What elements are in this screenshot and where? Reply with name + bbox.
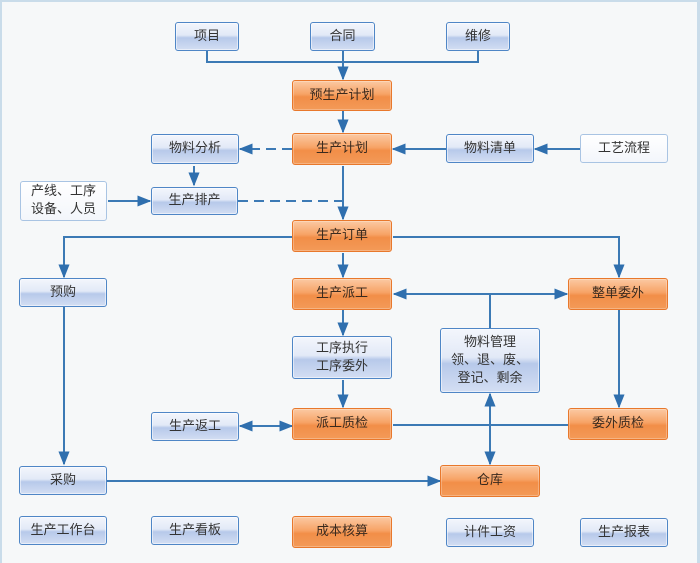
node-bom[interactable]: 物料清单: [446, 134, 534, 163]
node-material-analysis[interactable]: 物料分析: [151, 134, 239, 164]
node-project[interactable]: 项目: [175, 22, 239, 51]
node-production-rework[interactable]: 生产返工: [151, 412, 239, 441]
node-contract[interactable]: 合同: [310, 22, 375, 51]
edge-maintenance-preplan: [343, 50, 479, 63]
node-production-scheduling[interactable]: 生产排产: [151, 187, 238, 215]
node-piece-wage[interactable]: 计件工资: [446, 518, 534, 547]
node-cost-accounting[interactable]: 成本核算: [292, 516, 392, 548]
edge-order-prepurchase: [58, 236, 292, 279]
edge-project-preplan: [206, 50, 343, 63]
node-production-order[interactable]: 生产订单: [292, 220, 392, 252]
node-pre-production-plan[interactable]: 预生产计划: [292, 80, 392, 111]
node-maintenance[interactable]: 维修: [446, 22, 510, 51]
node-warehouse[interactable]: 仓库: [440, 465, 540, 497]
node-resources[interactable]: 产线、工序 设备、人员: [20, 181, 107, 221]
node-pre-purchase[interactable]: 预购: [19, 278, 107, 307]
edge-order-outsourcing: [393, 236, 625, 279]
node-full-outsourcing[interactable]: 整单委外: [568, 278, 668, 310]
node-production-report[interactable]: 生产报表: [580, 518, 668, 547]
node-outsourcing-qc[interactable]: 委外质检: [568, 408, 668, 440]
node-material-management[interactable]: 物料管理 领、退、废、 登记、剩余: [440, 328, 540, 393]
node-process-exec[interactable]: 工序执行 工序委外: [292, 336, 392, 379]
node-production-dispatch[interactable]: 生产派工: [292, 278, 392, 310]
node-process-flow[interactable]: 工艺流程: [580, 134, 668, 163]
node-production-plan[interactable]: 生产计划: [292, 133, 392, 165]
node-kanban[interactable]: 生产看板: [151, 516, 239, 545]
node-purchase[interactable]: 采购: [19, 466, 107, 495]
node-dispatch-qc[interactable]: 派工质检: [292, 408, 392, 440]
node-workbench[interactable]: 生产工作台: [19, 516, 107, 545]
